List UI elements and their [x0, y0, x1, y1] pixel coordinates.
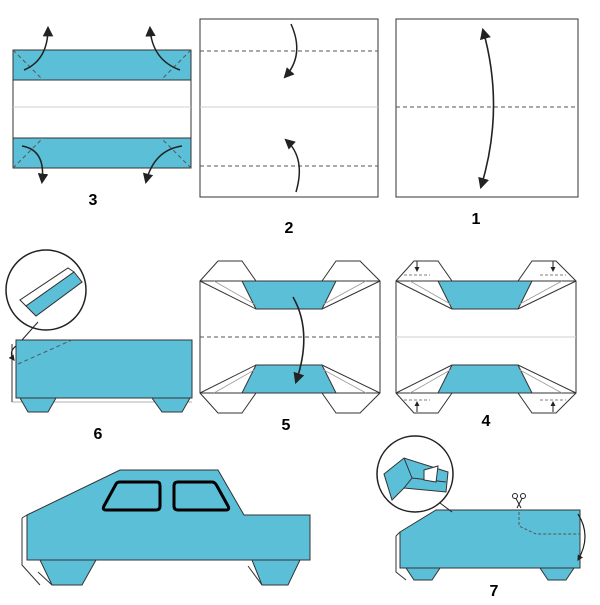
step-label-5: 5	[282, 417, 291, 434]
step-label-6: 6	[94, 426, 103, 443]
step-label-3: 3	[89, 192, 98, 209]
fold-arrow-icon	[21, 145, 49, 185]
step-3-diagram	[12, 25, 192, 185]
step-label-2: 2	[285, 220, 294, 237]
car-window-front	[101, 480, 162, 512]
car-window-rear	[172, 480, 231, 512]
fold-arrow-icon	[292, 296, 305, 385]
step-6-diagram	[5, 249, 193, 413]
step-7-diagram	[376, 435, 586, 581]
fold-arrow-icon	[8, 345, 17, 361]
step-4-diagram	[395, 260, 577, 414]
fold-arrow-icon	[284, 138, 301, 193]
step-label-4: 4	[482, 413, 491, 430]
step-label-1: 1	[472, 211, 481, 228]
step-2-diagram	[199, 18, 379, 198]
fold-arrow-icon	[142, 145, 183, 185]
fold-arrow-icon	[577, 513, 586, 562]
fold-arrow-icon	[283, 23, 298, 79]
magnifier-detail-icon	[376, 435, 454, 513]
magnifier-detail-icon	[5, 249, 87, 341]
step-1-diagram	[395, 18, 579, 198]
fold-arrow-icon	[23, 25, 54, 71]
step-5-diagram	[199, 260, 381, 414]
fold-arrow-icon	[145, 25, 181, 71]
fold-arrow-icon	[478, 27, 495, 190]
scissors-icon	[512, 493, 526, 509]
step-label-7: 7	[490, 583, 499, 600]
finished-car-diagram	[21, 469, 311, 586]
